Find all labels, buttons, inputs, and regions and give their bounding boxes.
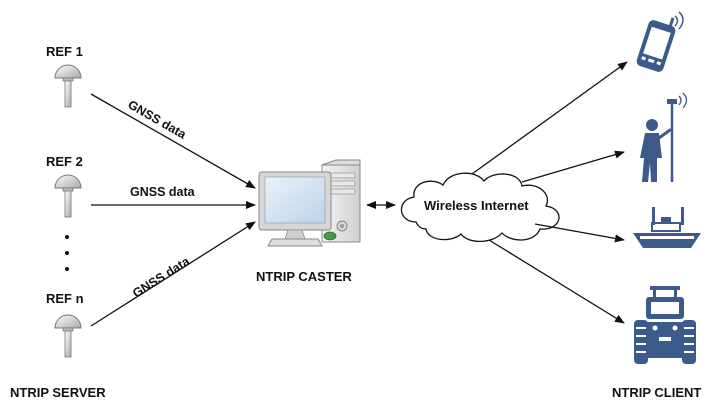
client-footer-label: NTRIP CLIENT	[612, 385, 701, 400]
refn-label: REF n	[46, 291, 84, 306]
cloud-label: Wireless Internet	[424, 198, 529, 213]
surveyor-icon	[640, 92, 688, 182]
ellipsis-dots	[65, 235, 69, 271]
arrow-cloud-to-tractor	[488, 239, 625, 324]
antenna-ref2-icon	[54, 174, 82, 218]
arrow-ref1-to-caster	[90, 93, 256, 189]
edge-label-refn: GNSS data	[130, 254, 193, 301]
ref2-label: REF 2	[46, 154, 83, 169]
ref1-label: REF 1	[46, 44, 83, 59]
boat-icon	[633, 207, 701, 248]
antenna-ref1-icon	[54, 64, 82, 108]
arrow-cloud-to-surveyor	[521, 150, 625, 183]
arrow-cloud-to-phone	[471, 61, 628, 175]
arrow-cloud-to-boat	[534, 223, 625, 243]
antenna-refn-icon	[54, 314, 82, 358]
tractor-icon	[634, 286, 696, 364]
signal-waves-phone	[674, 11, 684, 30]
smartphone-icon	[636, 17, 676, 72]
edge-label-ref2: GNSS data	[130, 185, 196, 199]
arrow-refn-to-caster	[90, 221, 256, 327]
caster-label: NTRIP CASTER	[256, 269, 352, 284]
cloud-icon	[400, 172, 560, 243]
server-footer-label: NTRIP SERVER	[10, 385, 106, 400]
computer-icon	[258, 159, 361, 247]
